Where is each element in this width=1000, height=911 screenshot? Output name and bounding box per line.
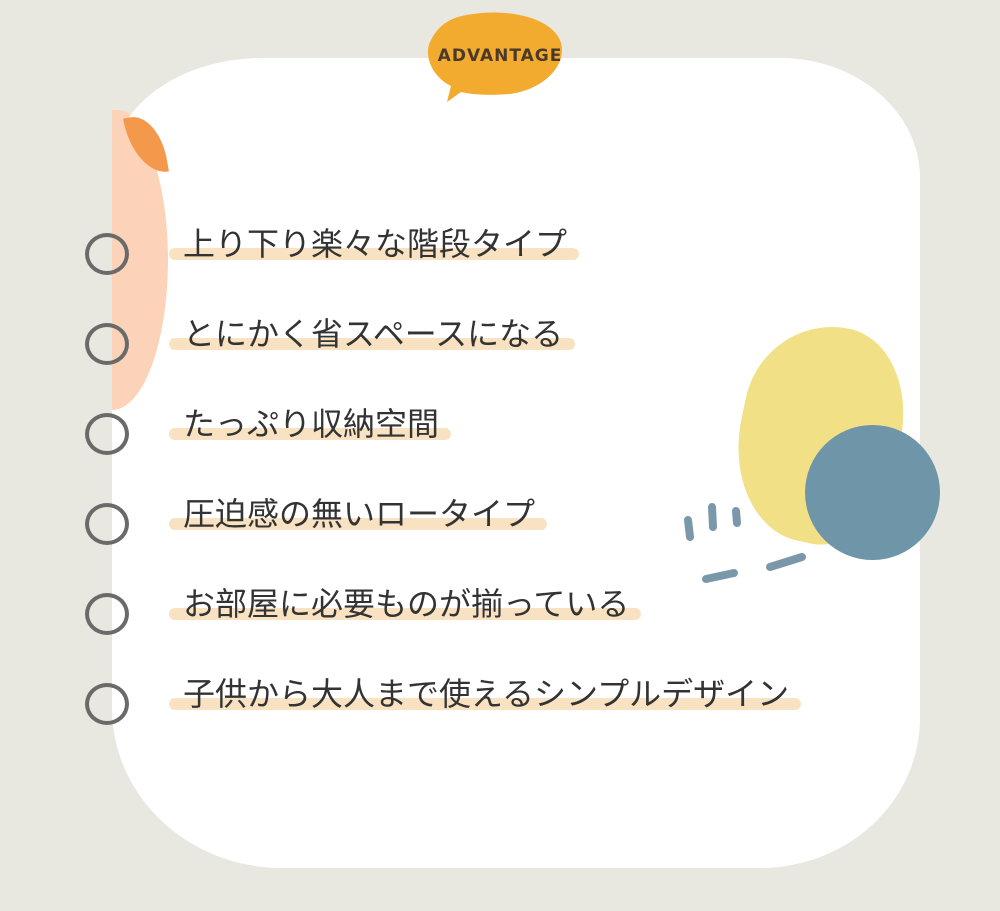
badge-label: ADVANTAGE xyxy=(437,46,563,66)
advantage-item: たっぷり収納空間 xyxy=(85,388,885,478)
advantage-text-wrap: とにかく省スペースになる xyxy=(169,314,576,354)
advantage-text-wrap: お部屋に必要ものが揃っている xyxy=(169,584,642,624)
advantage-label: たっぷり収納空間 xyxy=(183,405,440,443)
advantage-text-wrap: 子供から大人まで使えるシンプルデザイン xyxy=(169,674,802,714)
highlight-underline xyxy=(169,518,548,530)
advantage-label: 子供から大人まで使えるシンプルデザイン xyxy=(183,675,790,713)
background-left xyxy=(0,0,112,911)
advantage-item: とにかく省スペースになる xyxy=(85,298,885,388)
circle-outline-icon xyxy=(85,233,129,275)
highlight-underline xyxy=(169,338,576,350)
advantage-badge: ADVANTAGE xyxy=(425,10,565,102)
advantage-label: 上り下り楽々な階段タイプ xyxy=(183,225,568,263)
advantage-label: お部屋に必要ものが揃っている xyxy=(183,585,630,623)
dash-lines-decoration xyxy=(684,503,806,583)
advantage-label: 圧迫感の無いロータイプ xyxy=(183,495,536,533)
advantage-item: 上り下り楽々な階段タイプ xyxy=(85,208,885,298)
advantage-item: 子供から大人まで使えるシンプルデザイン xyxy=(85,658,885,748)
circle-outline-icon xyxy=(85,323,129,365)
circle-outline-icon xyxy=(85,503,129,545)
highlight-underline xyxy=(169,698,802,710)
advantage-list: 上り下り楽々な階段タイプ とにかく省スペースになる たっぷり収納空間 圧迫感の無… xyxy=(85,208,885,748)
advantage-item: 圧迫感の無いロータイプ xyxy=(85,478,885,568)
advantage-item: お部屋に必要ものが揃っている xyxy=(85,568,885,658)
highlight-underline xyxy=(169,248,580,260)
advantage-text-wrap: 上り下り楽々な階段タイプ xyxy=(169,224,580,264)
blue-circle-decoration xyxy=(805,425,940,560)
highlight-underline xyxy=(169,428,452,440)
speech-bubble-icon xyxy=(427,12,562,102)
circle-outline-icon xyxy=(85,683,129,725)
highlight-underline xyxy=(169,608,642,620)
advantage-label: とにかく省スペースになる xyxy=(183,315,564,353)
advantage-text-wrap: 圧迫感の無いロータイプ xyxy=(169,494,548,534)
circle-outline-icon xyxy=(85,413,129,455)
circle-outline-icon xyxy=(85,593,129,635)
advantage-text-wrap: たっぷり収納空間 xyxy=(169,404,452,444)
